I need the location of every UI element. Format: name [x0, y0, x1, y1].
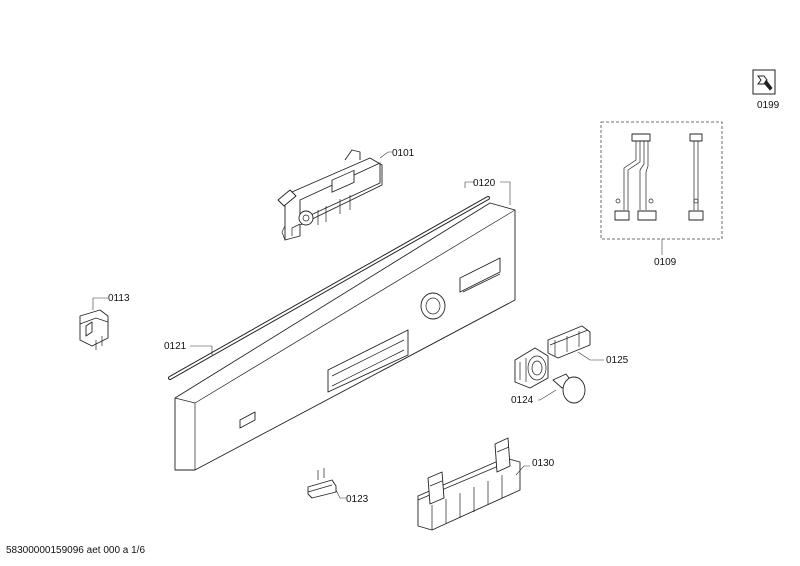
part-label-0113: 0113 [108, 293, 130, 304]
switch-clip [79, 309, 109, 350]
cable-harness [614, 133, 704, 221]
part-label-0125: 0125 [606, 355, 629, 366]
part-label-0130: 0130 [532, 458, 555, 469]
wrench-icon [752, 69, 776, 95]
part-label-0124: 0124 [511, 395, 534, 406]
document-footer: 58300000159096 aet 000 a 1/6 [6, 545, 146, 556]
cable-harness-box [600, 121, 723, 240]
knob-assembly [514, 347, 586, 404]
part-label-0109: 0109 [654, 257, 677, 268]
switch-block [547, 325, 591, 359]
part-label-0199: 0199 [757, 100, 780, 111]
small-clip [307, 468, 337, 499]
part-label-0123: 0123 [346, 494, 369, 505]
control-panel-fascia [174, 202, 516, 471]
part-label-0101: 0101 [392, 148, 415, 159]
support-bracket [417, 437, 521, 531]
part-label-0120: 0120 [473, 178, 496, 189]
seal-strip [168, 196, 490, 380]
electronic-module [277, 149, 383, 241]
part-label-0121: 0121 [164, 341, 187, 352]
